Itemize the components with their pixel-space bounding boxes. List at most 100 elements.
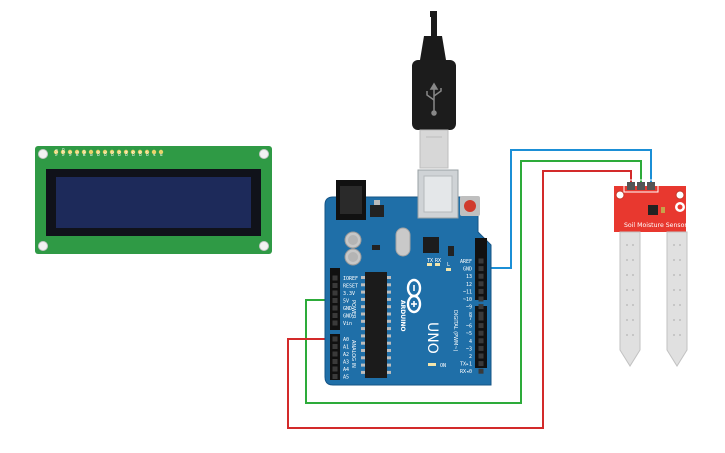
digital-pin-label: GND — [463, 267, 472, 273]
header-pin[interactable] — [332, 374, 338, 379]
lcd-pin[interactable] — [137, 149, 143, 155]
usb-cord — [430, 11, 437, 40]
digital-pin-label: ~6 — [466, 324, 472, 330]
header-pin[interactable] — [478, 323, 484, 329]
analog-pin-label: A1 — [343, 345, 349, 351]
lcd-pin[interactable] — [109, 149, 115, 155]
lcd-pin[interactable] — [67, 149, 73, 155]
header-pin[interactable] — [332, 290, 338, 296]
header-pin[interactable] — [478, 353, 484, 359]
wire-red-a0[interactable] — [287, 170, 632, 429]
header-pin[interactable] — [478, 361, 484, 367]
arduino-uno-board: TX RX L ON ARDUINO UNO AREFGND1312~11~10… — [324, 169, 492, 386]
usb-strain-relief — [420, 36, 446, 60]
lcd-pin[interactable] — [60, 149, 66, 155]
wire-green-5v[interactable] — [305, 160, 642, 404]
lcd-pin[interactable] — [53, 149, 59, 155]
sensor-probe-left — [619, 231, 641, 367]
lcd-pin[interactable] — [151, 149, 157, 155]
power-pin-label: Vin — [343, 321, 352, 327]
header-pin[interactable] — [478, 258, 484, 264]
analog-header-label: ANALOG IN — [350, 340, 356, 368]
sensor-mount-hole — [615, 190, 625, 200]
digital-pin-label: ~9 — [466, 305, 472, 311]
probe-traces — [626, 244, 681, 336]
header-pin[interactable] — [478, 296, 484, 302]
lcd-pin[interactable] — [102, 149, 108, 155]
sensor-label: Soil Moisture Sensor — [624, 222, 687, 229]
chip-legs — [361, 276, 391, 374]
lcd-pin[interactable] — [88, 149, 94, 155]
wire-blue-gnd[interactable] — [485, 149, 652, 269]
analog-pin-label: A3 — [343, 360, 349, 366]
header-pin[interactable] — [478, 345, 484, 351]
lcd-pin[interactable] — [130, 149, 136, 155]
header-pin[interactable] — [332, 344, 338, 349]
header-pin[interactable] — [478, 273, 484, 279]
lcd-screen — [56, 177, 251, 228]
lcd-pin-label: D3 — [118, 151, 122, 156]
header-pin[interactable] — [478, 311, 484, 317]
analog-pin-label: A2 — [343, 352, 349, 358]
lcd-pin[interactable] — [144, 149, 150, 155]
led-l-label: L — [447, 262, 450, 268]
digital-pin-label: 7 — [469, 316, 472, 322]
digital-pin-label: AREF — [460, 259, 472, 265]
led-rx — [435, 263, 440, 266]
digital-pin-label: ~5 — [466, 331, 472, 337]
digital-pin-label: 12 — [466, 282, 472, 288]
digital-pin-label: RX◂0 — [460, 369, 472, 375]
power-pin-label: GND — [343, 314, 352, 320]
uno-model-text: UNO — [424, 322, 440, 354]
digital-pin-label: ~3 — [466, 346, 472, 352]
lcd-mount-hole — [38, 149, 48, 159]
header-pin[interactable] — [478, 304, 484, 310]
lcd-pin-label: VSS — [55, 148, 59, 156]
lcd-mount-hole — [259, 149, 269, 159]
lcd-pin-label: K — [160, 153, 164, 156]
arduino-logo — [406, 278, 422, 314]
lcd-pin-label: RW — [83, 150, 87, 156]
usb-controller-chip — [423, 237, 439, 253]
header-pin[interactable] — [332, 275, 338, 281]
header-pin[interactable] — [332, 313, 338, 318]
lcd-pin-label: D6 — [139, 150, 143, 156]
sensor-chip — [648, 205, 658, 215]
lcd-pin[interactable] — [123, 149, 129, 155]
header-pin[interactable] — [332, 336, 338, 342]
led-tx-label: TX — [427, 258, 433, 264]
header-pin[interactable] — [332, 351, 338, 357]
lcd-pin[interactable] — [95, 149, 101, 155]
wires — [287, 149, 652, 429]
power-pin-label: 5V — [343, 299, 349, 305]
power-pin-label: RESET — [343, 284, 358, 290]
header-pin[interactable] — [478, 330, 484, 336]
arduino-brand-text: ARDUINO — [399, 300, 406, 331]
lcd-pin-label: D2 — [111, 151, 115, 156]
header-pin[interactable] — [478, 338, 484, 344]
header-pin[interactable] — [478, 266, 484, 272]
lcd-pin-label: D5 — [132, 151, 136, 156]
header-pin[interactable] — [332, 305, 338, 311]
voltage-regulator — [370, 205, 384, 217]
header-pin[interactable] — [332, 320, 338, 326]
analog-pin-label: A5 — [343, 375, 349, 381]
header-pin[interactable] — [332, 359, 338, 364]
header-pin[interactable] — [332, 366, 338, 372]
header-pin[interactable] — [332, 298, 338, 303]
header-pin[interactable] — [478, 315, 484, 321]
sensor-logo-icon — [675, 202, 685, 212]
lcd-pin[interactable] — [158, 149, 164, 155]
header-pin[interactable] — [478, 288, 484, 294]
lcd-pin[interactable] — [74, 149, 80, 155]
lcd-pin[interactable] — [81, 149, 87, 155]
led-l — [446, 268, 451, 271]
header-pin[interactable] — [478, 368, 484, 374]
power-header-label: POWER — [350, 300, 356, 319]
header-pin[interactable] — [332, 283, 338, 288]
header-pin[interactable] — [478, 281, 484, 287]
lcd-pin[interactable] — [116, 149, 122, 155]
